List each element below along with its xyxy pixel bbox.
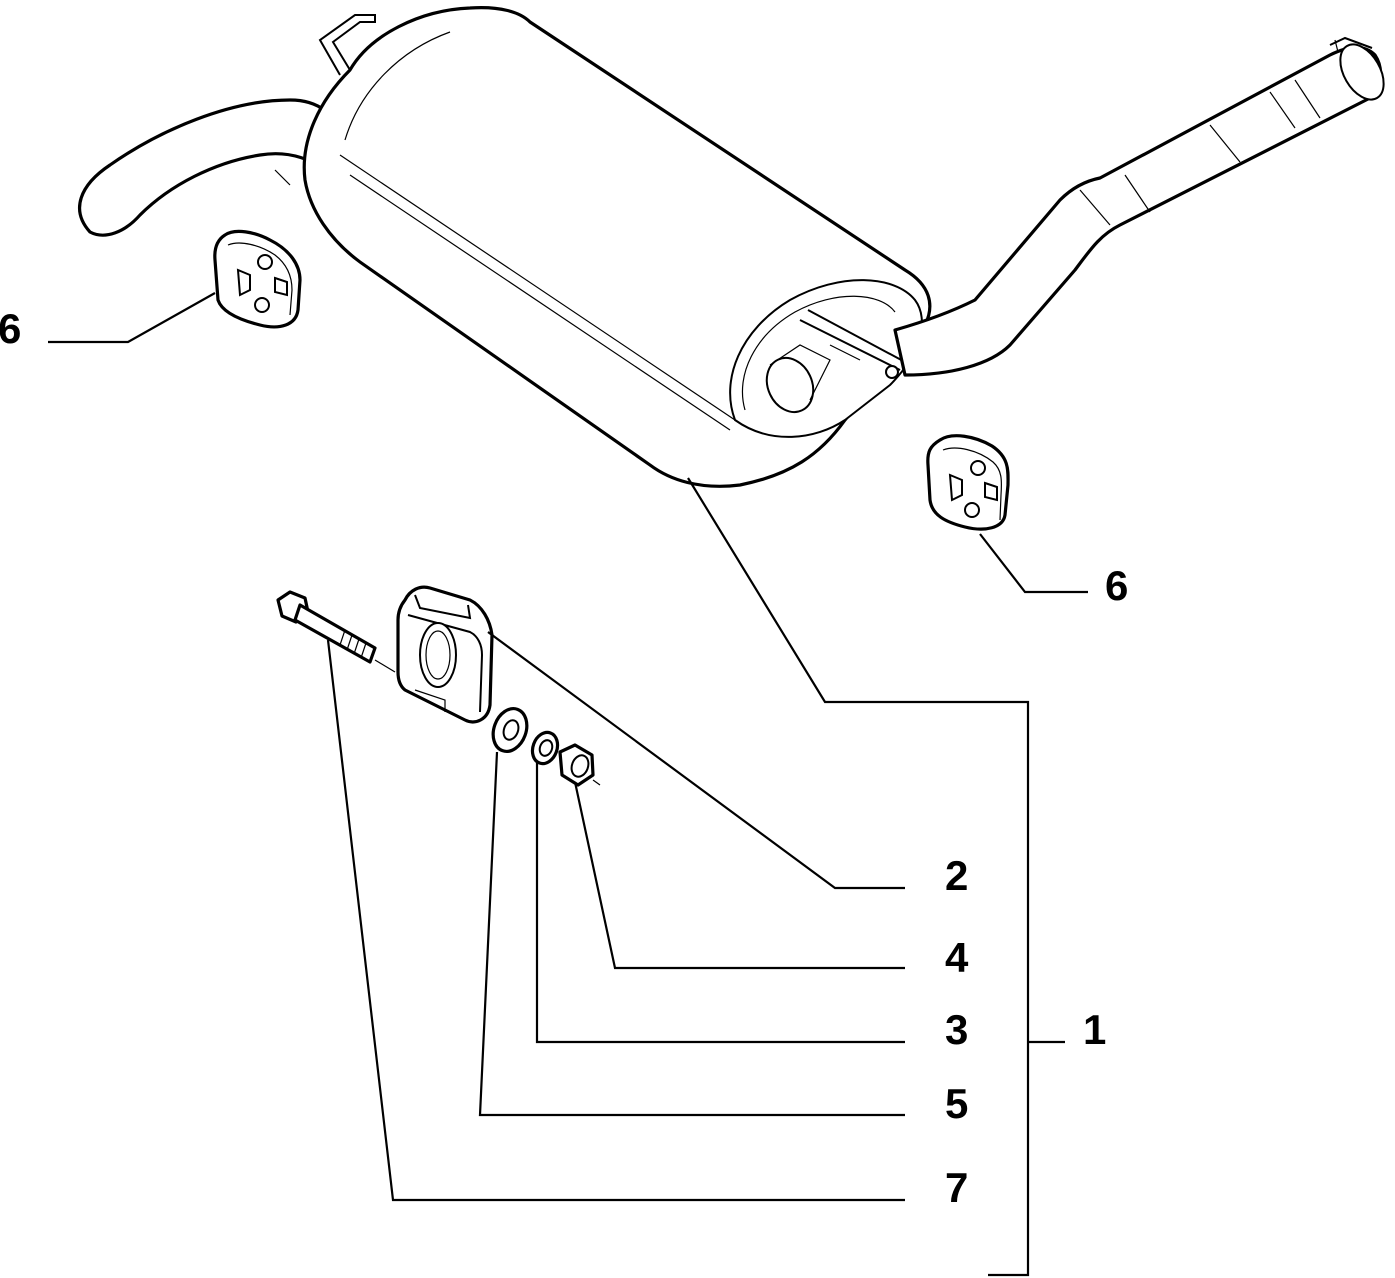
leader-7 [326, 639, 905, 1202]
callout-6-right: 6 [1105, 562, 1128, 609]
leader-1 [687, 477, 1030, 1277]
leader-6-left [48, 292, 216, 344]
flat-washer [491, 707, 529, 753]
mounting-bracket [396, 585, 494, 724]
rubber-hanger-left [213, 229, 302, 329]
leader-2 [487, 631, 905, 890]
rear-muffler-assembly [78, 6, 1385, 488]
leader-lines [48, 292, 1088, 1277]
leader-6-right [979, 533, 1088, 594]
callout-4: 4 [945, 934, 969, 981]
callout-7: 7 [945, 1164, 968, 1211]
callout-1: 1 [1083, 1006, 1106, 1053]
hanger-hook [318, 14, 376, 76]
inlet-pipe [893, 45, 1383, 377]
leader-3 [535, 762, 905, 1044]
leader-5 [478, 751, 905, 1117]
leader-4 [573, 781, 905, 970]
callout-6-left: 6 [0, 305, 21, 352]
callout-3: 3 [945, 1006, 968, 1053]
callout-5: 5 [945, 1080, 968, 1127]
rubber-hanger-right [926, 434, 1010, 531]
spring-washer [530, 730, 560, 766]
bolt [276, 590, 396, 673]
callout-labels: 6 6 2 4 3 1 5 7 [0, 305, 1128, 1211]
callout-2: 2 [945, 852, 968, 899]
nut [558, 743, 601, 787]
